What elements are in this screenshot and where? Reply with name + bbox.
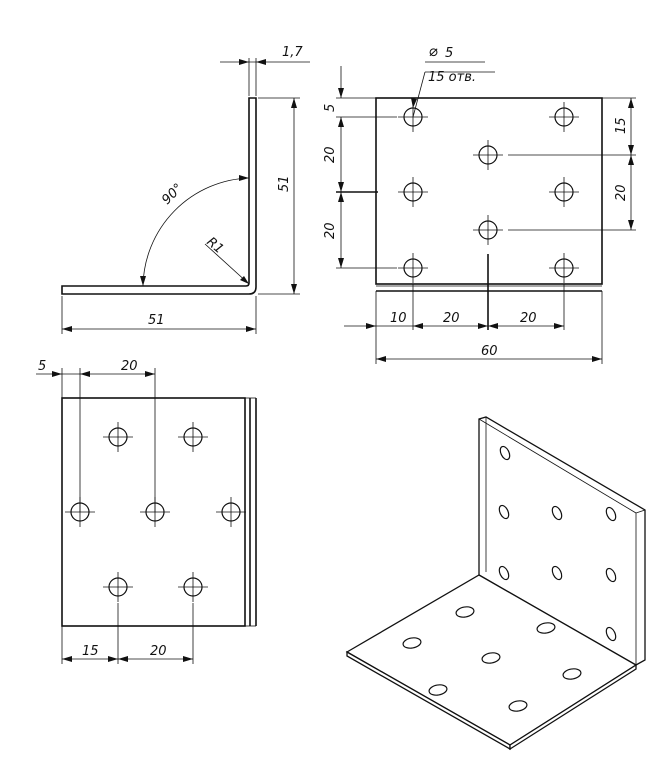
hole-count-label: 15 отв. [428, 70, 476, 85]
hole-icon [562, 668, 582, 680]
thickness-label: 1,7 [282, 45, 303, 60]
iso-horizontal-holes [402, 606, 582, 712]
right-vertical-dimensions: 15 20 [508, 97, 636, 231]
row-spacing-1-label: 20 [323, 146, 338, 163]
mid-spacing-label: 20 [443, 311, 460, 326]
front-plate-outline [375, 97, 603, 285]
hole-icon [548, 176, 580, 208]
length-dimension: 51 [61, 296, 257, 334]
diameter-symbol-icon: ⌀ [429, 42, 438, 60]
hole-icon [428, 684, 448, 696]
plan-top-spacing-label: 20 [121, 359, 138, 374]
left-vertical-dimensions: 5 20 20 [323, 66, 397, 269]
hole-icon [605, 626, 617, 642]
right-bottom-spacing-label: 20 [520, 311, 537, 326]
total-width-label: 60 [481, 344, 498, 359]
hole-icon [215, 496, 247, 528]
plan-holes [64, 421, 247, 603]
right-offset-label: 15 [614, 117, 629, 134]
hole-icon [551, 505, 563, 521]
isometric-view [345, 416, 646, 751]
radius-label: R1 [203, 235, 226, 258]
plan-bottom-offset-label: 15 [82, 644, 99, 659]
hole-icon [455, 606, 475, 618]
hole-icon [499, 445, 511, 461]
plan-bottom-dimensions: 15 20 [61, 603, 194, 664]
hole-icon [508, 700, 528, 712]
front-view: ⌀ 5 15 отв. 5 20 20 [323, 42, 636, 364]
height-dimension: 51 [258, 97, 300, 295]
row-spacing-2-label: 20 [323, 222, 338, 239]
iso-vertical-holes [498, 445, 617, 642]
hole-icon [605, 567, 617, 583]
diameter-label: 5 [445, 46, 453, 61]
hole-callout: ⌀ 5 15 отв. [411, 42, 495, 118]
length-label: 51 [148, 313, 165, 328]
hole-icon [102, 421, 134, 453]
top-offset-label: 5 [323, 104, 338, 112]
hole-icon [551, 565, 563, 581]
height-label: 51 [277, 175, 292, 192]
hole-icon [498, 565, 510, 581]
hole-icon [402, 637, 422, 649]
hole-icon [498, 504, 510, 520]
hole-icon [397, 252, 429, 284]
plan-top-dimensions: 5 20 [36, 359, 156, 512]
left-offset-label: 10 [390, 311, 407, 326]
plan-left-offset-label: 5 [38, 359, 46, 374]
side-view: 1,7 51 51 90° [61, 45, 310, 334]
plan-view: 5 20 15 20 [36, 359, 257, 664]
right-spacing-label: 20 [614, 184, 629, 201]
hole-icon [397, 176, 429, 208]
thickness-dimension: 1,7 [220, 45, 310, 96]
bottom-horizontal-dimensions: 10 20 20 60 [344, 254, 603, 364]
radius-callout: R1 [203, 235, 250, 285]
hole-icon [536, 622, 556, 634]
hole-icon [472, 139, 504, 171]
plan-bottom-spacing-label: 20 [150, 644, 167, 659]
hole-icon [472, 214, 504, 246]
hole-icon [177, 421, 209, 453]
hole-icon [177, 571, 209, 603]
hole-icon [102, 571, 134, 603]
hole-icon [548, 101, 580, 133]
hole-icon [548, 252, 580, 284]
hole-icon [605, 506, 617, 522]
side-profile [61, 97, 257, 295]
hole-icon [481, 652, 501, 664]
